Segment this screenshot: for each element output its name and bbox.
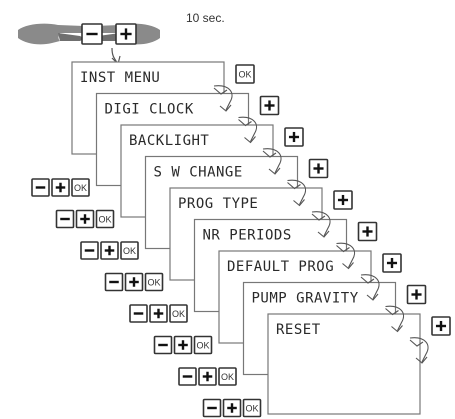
nav-key-group: OK (80, 241, 139, 260)
ok-label: OK (238, 70, 251, 80)
advance-plus-button[interactable] (259, 95, 280, 116)
advance-plus-button[interactable] (382, 253, 402, 273)
advance-plus-button[interactable] (308, 158, 329, 179)
advance-ok-button[interactable]: OK (235, 64, 255, 84)
nav-ok-button[interactable]: OK (144, 272, 164, 292)
ok-label: OK (123, 246, 136, 256)
advance-arrow (287, 179, 307, 207)
ok-label: OK (98, 215, 111, 225)
nav-key-group: OK (202, 398, 262, 418)
nav-key-group: OK (178, 367, 237, 386)
menu-screen-label: BACKLIGHT (129, 133, 209, 149)
nav-plus-button[interactable] (173, 335, 193, 355)
ok-label: OK (196, 341, 209, 351)
hold-duration-label: 10 sec. (186, 11, 225, 25)
advance-plus-button[interactable] (431, 316, 451, 336)
nav-plus-button[interactable] (100, 241, 119, 260)
advance-arrow (360, 274, 380, 301)
menu-screen-label: PUMP GRAVITY (252, 291, 359, 307)
ok-label: OK (221, 372, 234, 382)
advance-arrow (213, 85, 233, 112)
menu-screen-label: DIGI CLOCK (105, 102, 194, 118)
advance-arrow (336, 242, 356, 270)
nav-key-group: OK (31, 178, 90, 197)
ok-label: OK (172, 309, 185, 319)
nav-key-group: OK (153, 335, 213, 355)
ok-label: OK (74, 183, 87, 193)
nav-ok-button[interactable]: OK (71, 178, 90, 197)
advance-plus-button[interactable] (333, 190, 353, 210)
nav-ok-button[interactable]: OK (169, 304, 188, 323)
nav-plus-button[interactable] (149, 304, 168, 323)
hold-plus-button[interactable] (115, 23, 137, 45)
nav-minus-button[interactable] (153, 335, 173, 355)
advance-plus-button[interactable] (284, 127, 304, 147)
ok-label: OK (147, 278, 160, 288)
left-hand-icon (18, 23, 87, 45)
advance-plus-button[interactable] (406, 284, 427, 305)
nav-minus-button[interactable] (178, 367, 197, 386)
advance-arrow (409, 337, 429, 364)
menu-screen-label: NR PERIODS (203, 228, 292, 244)
nav-plus-button[interactable] (222, 398, 242, 418)
hold-minus-button[interactable] (81, 23, 103, 45)
menu-screen-label: S W CHANGE (154, 165, 243, 181)
nav-ok-button[interactable]: OK (242, 398, 262, 418)
advance-arrow (385, 305, 405, 333)
nav-plus-button[interactable] (124, 272, 144, 292)
advance-arrow (238, 116, 258, 144)
advance-arrow (262, 148, 282, 175)
advance-arrows: OK (213, 64, 451, 364)
nav-key-group: OK (104, 272, 164, 292)
navigation-keys: OK OK OK OK OK OK OK OK (31, 178, 262, 418)
nav-minus-button[interactable] (202, 398, 222, 418)
nav-key-group: OK (55, 209, 115, 229)
nav-plus-button[interactable] (75, 209, 95, 229)
nav-ok-button[interactable]: OK (95, 209, 115, 229)
advance-plus-button[interactable] (357, 221, 378, 242)
nav-ok-button[interactable]: OK (218, 367, 237, 386)
hold-buttons-illustration: 10 sec. (18, 11, 225, 66)
nav-ok-button[interactable]: OK (120, 241, 139, 260)
menu-screen-label: INST MENU (80, 70, 160, 86)
menu-screen-label: PROG TYPE (178, 196, 258, 212)
nav-plus-button[interactable] (198, 367, 217, 386)
nav-minus-button[interactable] (31, 178, 50, 197)
nav-plus-button[interactable] (51, 178, 70, 197)
nav-minus-button[interactable] (55, 209, 75, 229)
menu-screen: RESET (267, 313, 421, 415)
nav-minus-button[interactable] (129, 304, 148, 323)
menu-screen-label: DEFAULT PROG (227, 259, 334, 275)
nav-minus-button[interactable] (104, 272, 124, 292)
ok-label: OK (245, 404, 258, 414)
nav-minus-button[interactable] (80, 241, 99, 260)
advance-arrow (311, 211, 331, 238)
nav-key-group: OK (129, 304, 188, 323)
menu-screen-label: RESET (276, 322, 321, 338)
nav-ok-button[interactable]: OK (193, 335, 213, 355)
